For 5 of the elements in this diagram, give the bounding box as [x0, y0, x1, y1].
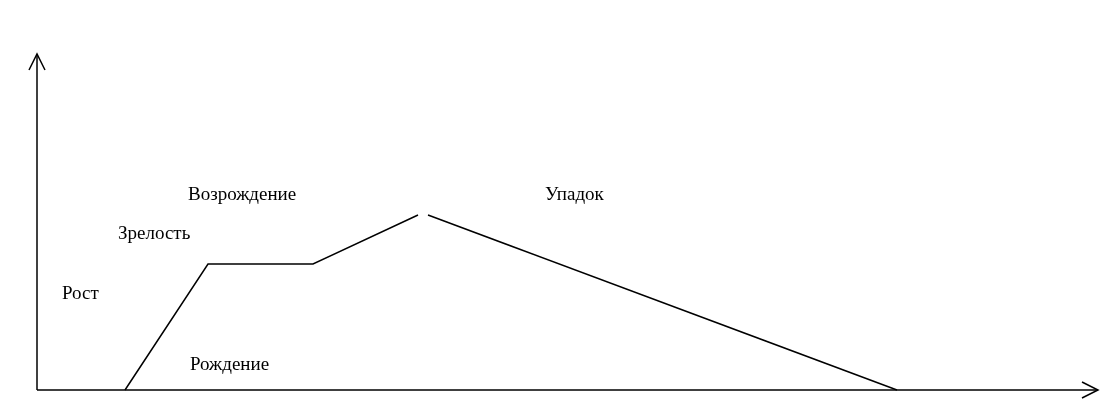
stage-label: Зрелость [118, 222, 191, 244]
stage-label: Упадок [545, 183, 604, 205]
stage-label: Рождение [190, 353, 270, 375]
stage-label: Рост [62, 282, 99, 304]
stage-label: Возрождение [188, 183, 297, 205]
